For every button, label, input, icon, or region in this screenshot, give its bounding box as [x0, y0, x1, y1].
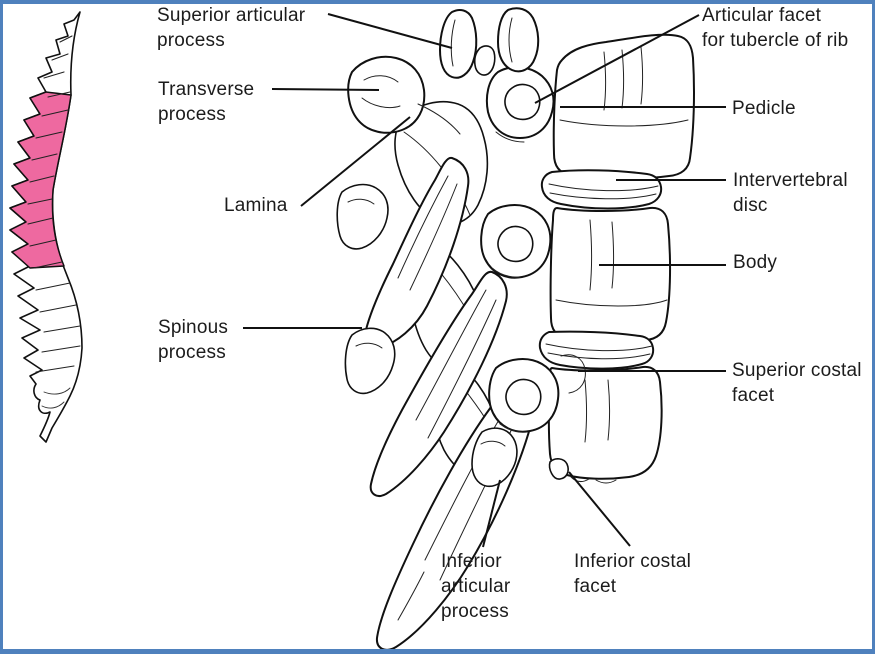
- left-processes: [336, 55, 518, 488]
- leader-inferior-articular-process: [482, 479, 501, 548]
- vertebral-body-2: [549, 206, 672, 344]
- label-superior-articular-process: Superior articular process: [157, 5, 306, 51]
- articular-lump-2: [336, 183, 389, 250]
- leader-lines: [243, 13, 726, 548]
- label-superior-costal-facet: Superior costal facet: [732, 360, 862, 406]
- superior-costal-facet-arc: [560, 354, 586, 394]
- label-lamina: Lamina: [224, 195, 288, 216]
- label-inferior-costal-facet: Inferior costal facet: [574, 551, 692, 597]
- costal-facets: [480, 66, 560, 433]
- intervertebral-disc-1: [540, 169, 663, 210]
- label-body: Body: [733, 252, 778, 273]
- superior-articular-oval-2: [497, 7, 540, 73]
- spine-locator: [9, 11, 83, 443]
- label-articular-facet: Articular facet for tubercle of rib: [702, 5, 849, 51]
- vertebral-bodies: [538, 33, 695, 484]
- superior-articular-oval-1: [439, 9, 478, 79]
- vertebrae-illustration: [336, 7, 695, 651]
- leader-transverse-process: [271, 88, 380, 91]
- label-inferior-articular-process: Inferior articular process: [441, 551, 511, 622]
- spinous-process-2: [369, 270, 508, 497]
- superior-articular-processes: [439, 7, 540, 79]
- leader-articular-facet: [534, 14, 700, 104]
- label-intervertebral-disc: Intervertebral disc: [733, 170, 848, 216]
- vertebra-separators: [27, 35, 81, 409]
- label-spinous-process: Spinous process: [158, 317, 229, 363]
- label-pedicle: Pedicle: [732, 98, 796, 119]
- leader-superior-articular-process: [327, 13, 453, 49]
- leader-inferior-costal-facet: [568, 471, 631, 547]
- inferior-costal-facet-notch: [548, 458, 569, 480]
- leader-lamina: [300, 116, 411, 207]
- transverse-process-knob: [347, 55, 426, 134]
- thoracic-highlight: [9, 91, 72, 269]
- label-transverse-process: Transverse process: [158, 79, 255, 125]
- body-hatching: [545, 46, 689, 484]
- articular-lump-3: [344, 327, 396, 395]
